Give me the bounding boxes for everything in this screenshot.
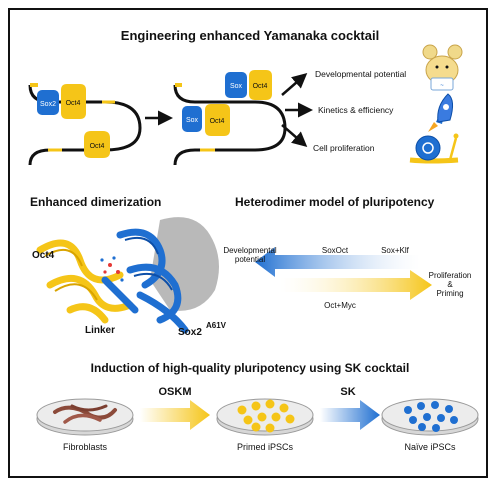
model-right-label: Proliferation&Priming bbox=[429, 271, 472, 298]
mid-sox-protein bbox=[182, 106, 202, 132]
primed-ipsc-dish bbox=[216, 398, 314, 436]
outcome-label-proliferation: Cell proliferation bbox=[313, 143, 375, 153]
right-dna-complex: Sox Oct4 Sox Oct4 bbox=[173, 70, 287, 166]
model-top-arrow-label-1: SoxOct bbox=[322, 246, 349, 255]
section2-right-title: Heterodimer model of pluripotency bbox=[235, 195, 435, 209]
oct4-protein bbox=[61, 84, 86, 119]
svg-text:~: ~ bbox=[440, 83, 444, 89]
outcome-arrow-1 bbox=[281, 73, 308, 96]
mid-oct4-label: Oct4 bbox=[210, 118, 225, 125]
rocket-icon bbox=[428, 93, 454, 132]
left-dna-complex: Sox2 Oct4 Oct4 bbox=[28, 83, 142, 166]
sox2-protein bbox=[37, 90, 59, 115]
dna-surface bbox=[150, 217, 219, 311]
oskm-label: OSKM bbox=[159, 386, 192, 398]
outcome-arrow-3 bbox=[281, 124, 308, 147]
free-oct4-label: Oct4 bbox=[90, 143, 105, 150]
outcome-label-kinetics: Kinetics & efficiency bbox=[318, 105, 394, 115]
structure-sox2-superscript: A61V bbox=[206, 321, 227, 330]
naive-ipsc-dish bbox=[381, 398, 479, 436]
yellow-arrow-right bbox=[280, 270, 432, 300]
step-naive-label: Naïve iPSCs bbox=[404, 442, 456, 452]
blue-arrow-left bbox=[255, 247, 420, 277]
outcome-label-developmental: Developmental potential bbox=[315, 69, 406, 79]
structure-linker-label: Linker bbox=[85, 325, 115, 336]
top-oct4-protein bbox=[249, 70, 272, 100]
graphical-abstract-frame: Engineering enhanced Yamanaka cocktail S… bbox=[8, 8, 488, 478]
fibroblast-dish bbox=[36, 398, 134, 436]
mouse-icon: ~ bbox=[422, 44, 463, 91]
top-sox-label: Sox bbox=[230, 83, 243, 90]
model-bottom-arrow-label: Oct+Myc bbox=[324, 301, 356, 310]
top-sox-protein bbox=[225, 72, 247, 98]
mid-oct4-protein bbox=[205, 104, 230, 136]
sox2-label: Sox2 bbox=[40, 101, 56, 108]
step-fibroblasts-label: Fibroblasts bbox=[63, 442, 108, 452]
structure-sox2-label: Sox2 bbox=[178, 327, 202, 338]
mid-sox-label: Sox bbox=[186, 117, 199, 124]
oct4-label: Oct4 bbox=[66, 100, 81, 107]
protein-structure bbox=[36, 217, 219, 334]
sk-label: SK bbox=[340, 386, 355, 398]
section2-left-title: Enhanced dimerization bbox=[30, 195, 161, 209]
sk-arrow bbox=[320, 400, 380, 430]
section3-title: Induction of high-quality pluripotency u… bbox=[91, 361, 410, 375]
snail-icon bbox=[409, 133, 459, 164]
oskm-arrow bbox=[140, 400, 210, 430]
abstract-canvas: Engineering enhanced Yamanaka cocktail S… bbox=[28, 28, 479, 452]
free-oct4-protein bbox=[84, 131, 110, 158]
heterodimer-model bbox=[255, 247, 432, 300]
model-top-arrow-label-2: Sox+Klf bbox=[381, 246, 410, 255]
top-oct4-label: Oct4 bbox=[253, 83, 268, 90]
step-primed-label: Primed iPSCs bbox=[237, 442, 294, 452]
structure-oct4-label: Oct4 bbox=[32, 250, 55, 261]
section1-title: Engineering enhanced Yamanaka cocktail bbox=[121, 28, 379, 43]
